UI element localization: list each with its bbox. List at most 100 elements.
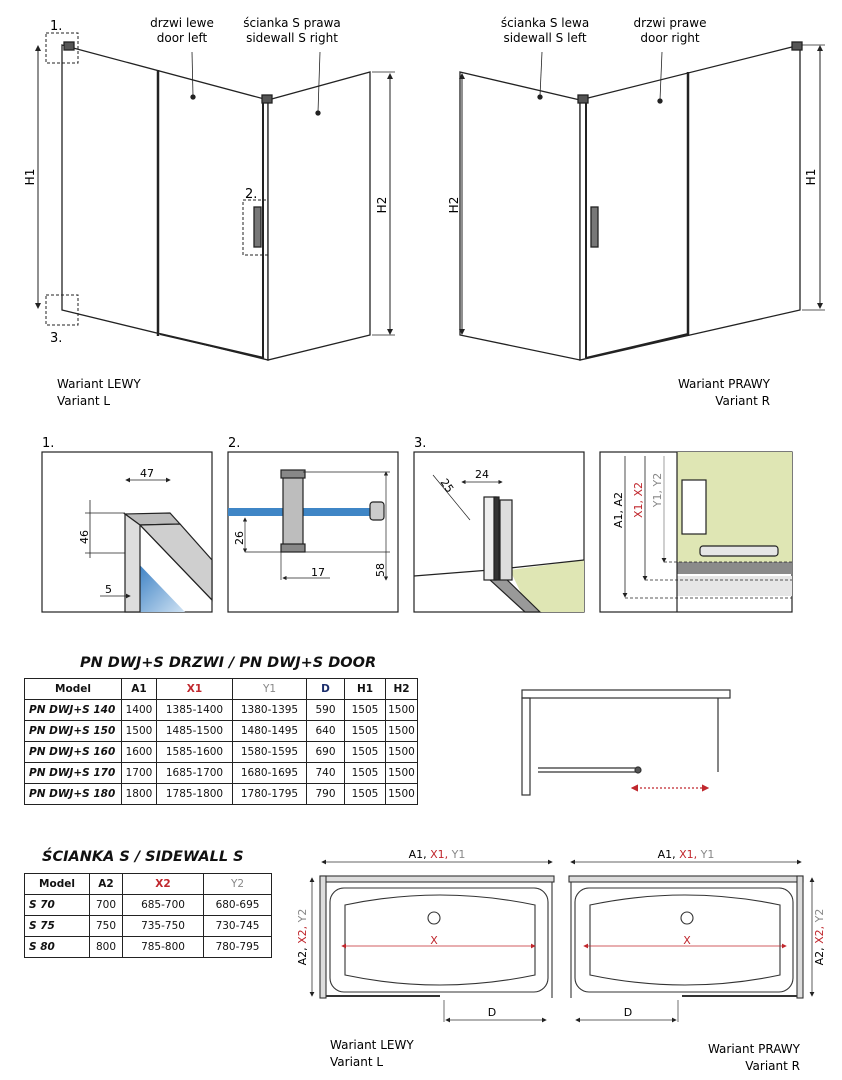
value-cell: 590 [306,699,345,721]
dim-24: 24 [475,468,489,481]
col-y2: Y2 [203,873,272,895]
sidewall-right-label-en: sidewall S right [246,31,338,45]
value-cell: 790 [306,783,345,805]
dim-h2-right: H2 [447,197,461,214]
value-cell: 1685-1700 [156,762,233,784]
plan-right-d: D [624,1006,632,1019]
col-a1: A1 [121,678,157,700]
table-header-row: Model A1 X1 Y1 D H1 H2 [24,678,418,700]
value-cell: 685-700 [122,894,204,916]
sidewall-left-label-en: sidewall S left [503,31,586,45]
value-cell: 1400 [121,699,157,721]
value-cell: 1785-1800 [156,783,233,805]
door-right-label-en: door right [640,31,700,45]
col-model: Model [24,873,90,895]
col-x1: X1 [156,678,233,700]
col-model: Model [24,678,122,700]
value-cell: 1500 [385,741,418,763]
dim-46: 46 [78,530,91,544]
value-cell: 640 [306,720,345,742]
plan-left-d: D [488,1006,496,1019]
value-cell: 1500 [385,699,418,721]
value-cell: 785-800 [122,936,204,958]
callout-3: 3. [50,331,62,346]
variant-right-pl: Wariant PRAWY [678,377,771,391]
table-header-row: Model A2 X2 Y2 [24,873,272,895]
col-d: D [306,678,345,700]
variant-left-en: Variant L [57,394,110,408]
callout-1: 1. [50,19,62,34]
plan-left [319,859,555,1023]
variant-left-pl: Wariant LEWY [57,377,141,391]
plan-right-variant-pl: Wariant PRAWY [708,1042,801,1056]
dim-58: 58 [374,563,387,577]
value-cell: 1505 [344,783,386,805]
model-cell: S 70 [24,894,90,916]
plan-right-variant-en: Variant R [745,1059,800,1073]
plan-left-center-x: X [430,934,438,947]
dim-17: 17 [311,566,325,579]
plan-right-depth-label: A2, X2, Y2 [813,909,826,966]
value-cell: 1505 [344,741,386,763]
value-cell: 740 [306,762,345,784]
detail-1-label: 1. [42,436,54,451]
dim-5: 5 [105,583,112,596]
value-cell: 1500 [385,762,418,784]
value-cell: 1505 [344,699,386,721]
col-y1: Y1 [232,678,307,700]
value-cell: 690 [306,741,345,763]
model-cell: PN DWJ+S 180 [24,783,122,805]
value-cell: 1380-1395 [232,699,307,721]
value-cell: 1500 [121,720,157,742]
variant-left-elevation [35,32,395,361]
callout-2: 2. [245,187,257,202]
value-cell: 780-795 [203,936,272,958]
detail-3 [413,451,585,613]
dim-47: 47 [140,467,154,480]
value-cell: 1480-1495 [232,720,307,742]
dim-a1-a2: A1, A2 [612,492,625,528]
model-cell: PN DWJ+S 140 [24,699,122,721]
value-cell: 1505 [344,720,386,742]
value-cell: 800 [89,936,123,958]
sidewall-left-label-pl: ścianka S lewa [501,16,589,30]
value-cell: 680-695 [203,894,272,916]
value-cell: 1500 [385,720,418,742]
door-left-label-en: door left [157,31,208,45]
handle [253,206,262,248]
plan-right [568,859,804,1023]
model-cell: PN DWJ+S 160 [24,741,122,763]
col-h1: H1 [344,678,386,700]
door-table-title: PN DWJ+S DRZWI / PN DWJ+S DOOR [80,655,377,671]
value-cell: 735-750 [122,915,204,937]
door-left-label-pl: drzwi lewe [150,16,214,30]
detail-3-label: 3. [414,436,426,451]
col-h2: H2 [385,678,418,700]
value-cell: 730-745 [203,915,272,937]
door-right-label-pl: drzwi prawe [634,16,707,30]
plan-left-variant-en: Variant L [330,1055,383,1069]
model-cell: S 75 [24,915,90,937]
handle [590,206,599,248]
value-cell: 1585-1600 [156,741,233,763]
dim-h2-left: H2 [375,197,389,214]
value-cell: 1600 [121,741,157,763]
model-cell: PN DWJ+S 150 [24,720,122,742]
detail-1 [41,451,213,613]
value-cell: 700 [89,894,123,916]
dim-y1-y2: Y1, Y2 [651,473,664,508]
value-cell: 1700 [121,762,157,784]
sidewall-right-label-pl: ścianka S prawa [243,16,341,30]
variant-right-elevation [459,41,825,361]
value-cell: 1800 [121,783,157,805]
dim-h1-right: H1 [804,169,818,186]
plan-right-width-label: A1, X1, Y1 [658,848,715,861]
value-cell: 1580-1595 [232,741,307,763]
value-cell: 1485-1500 [156,720,233,742]
